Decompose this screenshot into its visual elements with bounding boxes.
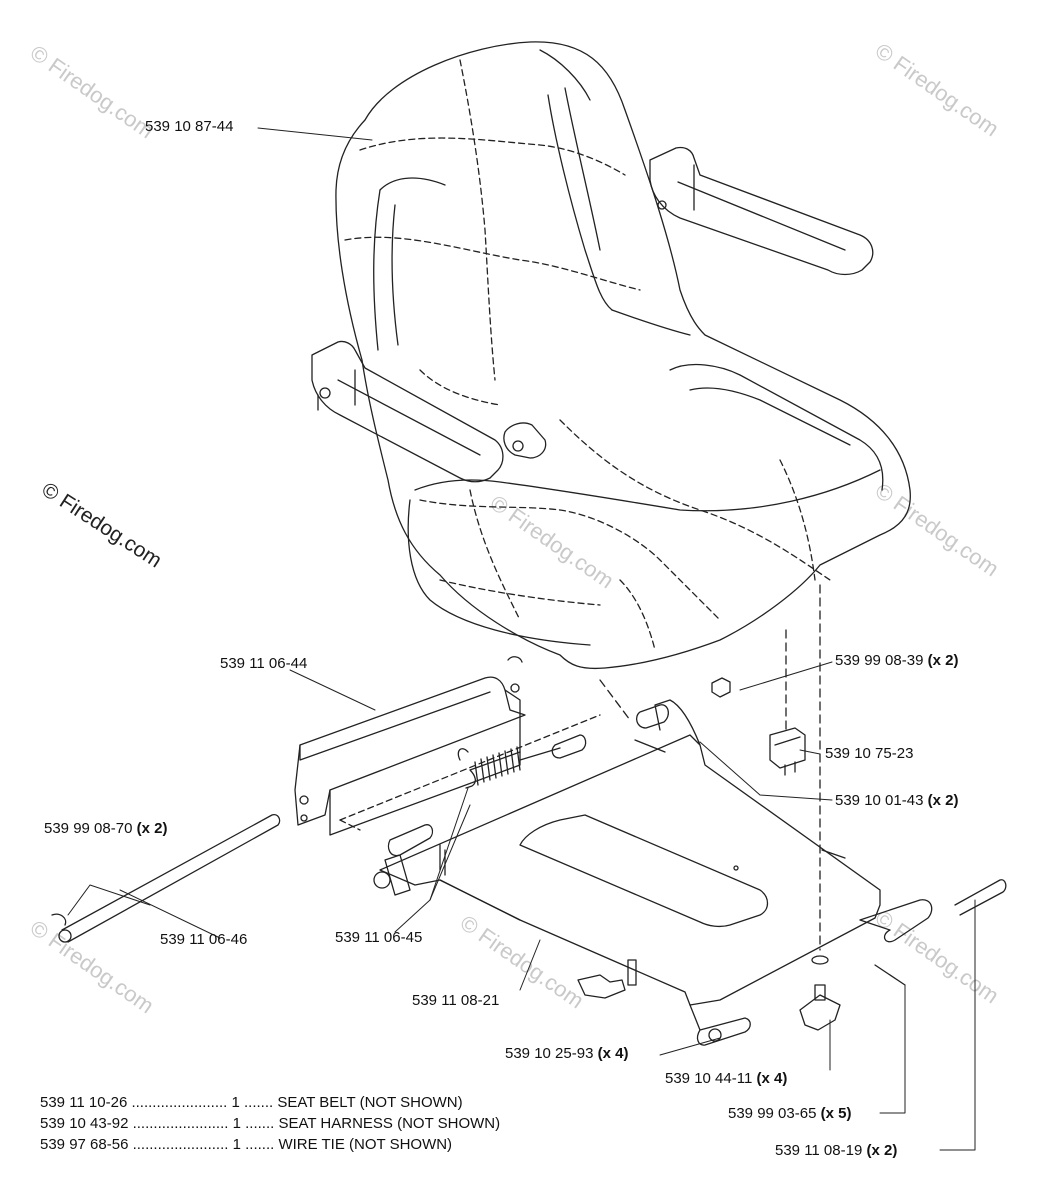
label-rail-plate: 539 11 06-44	[220, 655, 308, 672]
rail-plate-drawing	[294, 656, 526, 836]
leader-lines	[67, 127, 976, 1151]
label-hinge-pin-number: 539 11 08-19	[775, 1142, 863, 1159]
label-knob-number: 539 10 44-11	[665, 1070, 753, 1087]
label-rod: 539 11 06-46	[160, 931, 248, 948]
spring-drawing	[373, 734, 587, 896]
label-seat: 539 10 87-44	[145, 118, 234, 135]
label-bushing-number: 539 10 25-93	[505, 1045, 594, 1062]
label-knob-qty: (x 4)	[756, 1070, 788, 1087]
label-clip: 539 99 08-70 (x 2)	[44, 820, 167, 838]
label-pin-qty: (x 5)	[820, 1105, 852, 1122]
small-parts-drawing	[635, 677, 1007, 1031]
label-pin: 539 99 03-65 (x 5)	[728, 1105, 851, 1123]
label-nut-qty: (x 2)	[927, 652, 959, 669]
note-wire-tie: 539 97 68-56 ....................... 1 .…	[40, 1136, 453, 1153]
label-hinge-pin: 539 11 08-19 (x 2)	[775, 1142, 897, 1160]
label-nut: 539 99 08-39 (x 2)	[835, 652, 958, 670]
label-bolt-number: 539 10 01-43	[835, 792, 924, 809]
note-seat-belt: 539 11 10-26 ....................... 1 .…	[40, 1094, 463, 1111]
label-clip-number: 539 99 08-70	[44, 820, 133, 837]
label-spring: 539 11 06-45	[335, 929, 423, 946]
label-hinge-pin-qty: (x 2)	[866, 1142, 898, 1159]
rod-drawing	[51, 814, 281, 943]
label-knob: 539 10 44-11 (x 4)	[665, 1070, 787, 1088]
label-nut-number: 539 99 08-39	[835, 652, 924, 669]
label-pin-number: 539 99 03-65	[728, 1105, 817, 1122]
label-bolt-qty: (x 2)	[927, 792, 959, 809]
label-switch: 539 10 75-23	[825, 745, 914, 762]
note-seat-harness: 539 10 43-92 ....................... 1 .…	[40, 1115, 501, 1132]
label-bolt: 539 10 01-43 (x 2)	[835, 792, 958, 810]
seat-drawing	[311, 41, 911, 670]
label-clip-qty: (x 2)	[136, 820, 168, 837]
label-base-plate: 539 11 08-21	[412, 992, 500, 1009]
label-bushing: 539 10 25-93 (x 4)	[505, 1045, 628, 1063]
assembly-lines	[599, 584, 821, 951]
label-bushing-qty: (x 4)	[597, 1045, 629, 1062]
base-plate-drawing	[339, 699, 933, 1046]
